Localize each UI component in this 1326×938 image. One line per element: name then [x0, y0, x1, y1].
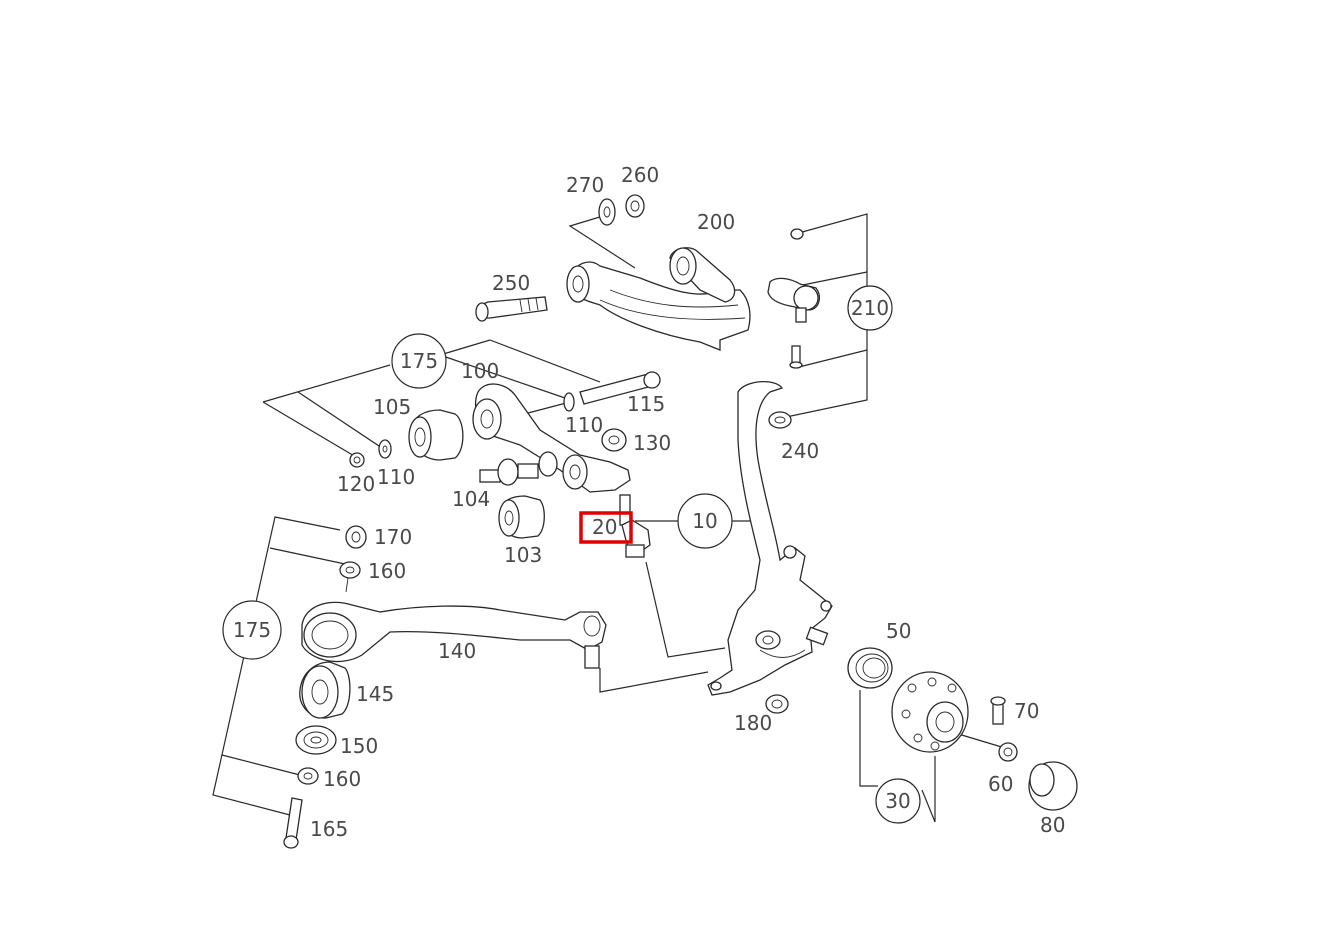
part-110-washer[interactable] — [378, 439, 392, 459]
part-160-washer-top[interactable] — [339, 561, 361, 593]
part-70-bolt[interactable] — [990, 696, 1006, 725]
label-120[interactable]: 120 — [337, 472, 375, 496]
part-210-ball-joint[interactable] — [767, 228, 821, 369]
label-130[interactable]: 130 — [633, 431, 671, 455]
label-240[interactable]: 240 — [781, 439, 819, 463]
label-115[interactable]: 115 — [627, 392, 665, 416]
part-105-bushing[interactable] — [408, 409, 464, 461]
part-100-strut-arm[interactable] — [472, 383, 631, 493]
part-145-bushing[interactable] — [299, 661, 351, 719]
part-200-upper-control-arm[interactable] — [566, 247, 751, 351]
part-165-bolt[interactable] — [283, 797, 303, 849]
label-200[interactable]: 200 — [697, 210, 735, 234]
label-250[interactable]: 250 — [492, 271, 530, 295]
part-30-wheel-hub[interactable] — [891, 671, 969, 753]
part-260-bushing[interactable] — [625, 194, 645, 218]
leader-lines — [212, 213, 1006, 823]
part-170-nut[interactable] — [345, 525, 367, 549]
label-100[interactable]: 100 — [461, 359, 499, 383]
label-110-upper[interactable]: 110 — [565, 413, 603, 437]
part-10-steering-knuckle[interactable] — [707, 381, 833, 696]
label-145[interactable]: 145 — [356, 682, 394, 706]
label-104[interactable]: 104 — [452, 487, 490, 511]
callout-circle-10[interactable] — [677, 493, 733, 549]
label-175-lower[interactable]: 175 — [233, 618, 271, 642]
part-80-dust-cap[interactable] — [1028, 761, 1078, 811]
label-60[interactable]: 60 — [988, 772, 1013, 796]
part-250-bolt[interactable] — [475, 296, 548, 322]
part-270-washer[interactable] — [598, 198, 616, 226]
callout-circles — [222, 285, 921, 824]
label-150[interactable]: 150 — [340, 734, 378, 758]
part-240-nut[interactable] — [768, 411, 792, 429]
label-210[interactable]: 210 — [851, 296, 889, 320]
part-130-nut[interactable] — [601, 428, 627, 452]
label-180[interactable]: 180 — [734, 711, 772, 735]
part-180-nut[interactable] — [765, 694, 789, 714]
label-260[interactable]: 260 — [621, 163, 659, 187]
label-103[interactable]: 103 — [504, 543, 542, 567]
part-60-nut[interactable] — [998, 742, 1018, 762]
part-115-bolt[interactable] — [563, 371, 661, 412]
label-140[interactable]: 140 — [438, 639, 476, 663]
label-170[interactable]: 170 — [374, 525, 412, 549]
label-20[interactable]: 20 — [592, 515, 617, 539]
part-104-bushing[interactable] — [479, 451, 558, 486]
part-labels: 270 260 200 250 210 175 100 105 115 110 … — [233, 163, 1066, 841]
parts — [283, 194, 1078, 849]
highlight-box-20 — [579, 511, 633, 544]
label-175-upper[interactable]: 175 — [400, 349, 438, 373]
callout-circle-210[interactable] — [847, 285, 893, 331]
label-80[interactable]: 80 — [1040, 813, 1065, 837]
part-140-lower-control-arm[interactable] — [301, 601, 607, 669]
callout-circle-175-upper[interactable] — [391, 333, 447, 389]
callout-circle-30[interactable] — [875, 778, 921, 824]
label-160-upper[interactable]: 160 — [368, 559, 406, 583]
label-30[interactable]: 30 — [885, 789, 910, 813]
label-105[interactable]: 105 — [373, 395, 411, 419]
label-270[interactable]: 270 — [566, 173, 604, 197]
part-150-washer[interactable] — [295, 725, 337, 755]
label-10[interactable]: 10 — [692, 509, 717, 533]
label-70[interactable]: 70 — [1014, 699, 1039, 723]
label-160-lower[interactable]: 160 — [323, 767, 361, 791]
label-50[interactable]: 50 — [886, 619, 911, 643]
part-50-seal[interactable] — [847, 647, 893, 689]
part-160-washer-bottom[interactable] — [297, 767, 319, 785]
part-20-ball-joint[interactable] — [619, 494, 651, 558]
part-120-nut[interactable] — [349, 452, 365, 468]
label-110-lower[interactable]: 110 — [377, 465, 415, 489]
label-165[interactable]: 165 — [310, 817, 348, 841]
callout-circle-175-lower[interactable] — [222, 600, 282, 660]
part-103-bushing[interactable] — [498, 495, 545, 539]
